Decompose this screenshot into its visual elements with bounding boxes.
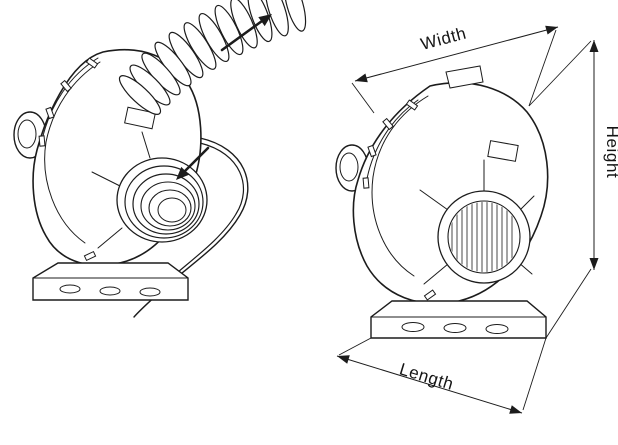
label-plate: [487, 140, 519, 162]
blower-dimension-figure: Width Height Length: [335, 23, 618, 414]
housing-outline: [352, 82, 549, 305]
power-wire: [133, 137, 249, 318]
seam-clips: [362, 99, 437, 301]
housing-face-curve: [371, 95, 429, 277]
outlet-flange: [445, 65, 484, 89]
width-label: Width: [419, 23, 469, 53]
face-spokes: [91, 131, 151, 249]
inlet-hose: [116, 157, 208, 243]
airflow-arrow-inlet: [176, 146, 210, 180]
seam-clips: [38, 57, 99, 262]
power-wire-strand: [157, 142, 245, 291]
mounting-base: [370, 300, 547, 339]
dimension-height: Height: [528, 40, 618, 339]
blower-with-hoses-figure: [13, 0, 307, 318]
mounting-base: [32, 262, 189, 301]
housing-face-curve: [44, 61, 101, 244]
label-plate: [124, 106, 156, 130]
inlet-grille: [437, 190, 531, 284]
dimension-length: Length: [336, 337, 547, 414]
length-label: Length: [397, 360, 456, 394]
outlet-hose: [118, 0, 307, 115]
airflow-arrow-outlet: [220, 14, 272, 52]
blower-housing: [352, 65, 549, 305]
height-label: Height: [603, 126, 618, 179]
